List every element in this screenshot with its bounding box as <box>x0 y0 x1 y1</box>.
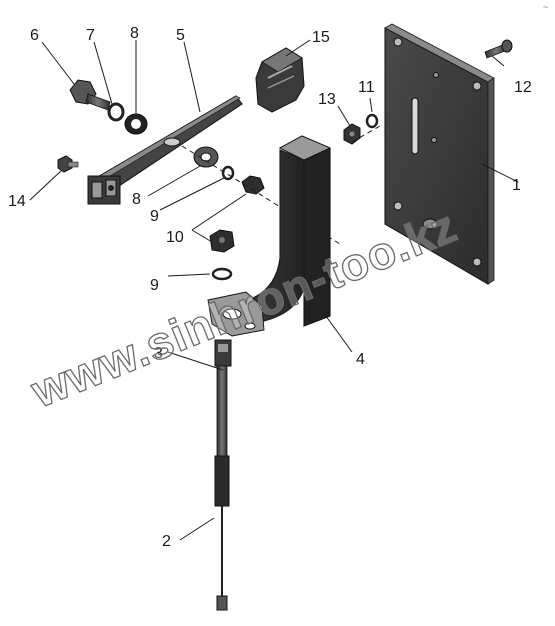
label-part-6: 6 <box>30 27 39 44</box>
part-8-flat-washer-lower <box>193 146 219 168</box>
label-part-8-upper: 8 <box>130 25 139 42</box>
label-part-5: 5 <box>176 27 185 44</box>
label-part-4: 4 <box>356 351 365 368</box>
part-6-bolt <box>69 79 111 111</box>
part-10-nut-upper <box>241 175 265 195</box>
label-part-12: 12 <box>514 79 532 96</box>
label-part-13: 13 <box>318 91 336 108</box>
corner-mark: ~ <box>543 2 548 12</box>
part-2-actuator-rod <box>214 365 230 611</box>
part-9-spring-washer-upper <box>221 165 235 181</box>
part-9-spring-washer-lower <box>211 267 233 281</box>
part-3-rod-head <box>214 339 232 367</box>
label-part-1: 1 <box>512 177 521 194</box>
part-11-spring-washer <box>365 113 379 129</box>
part-number-labels: 1 2 3 4 5 6 7 8 8 9 9 10 11 12 13 14 15 <box>8 25 532 550</box>
part-7-spring-washer <box>107 102 125 122</box>
label-part-2: 2 <box>162 533 171 550</box>
part-12-bolt <box>484 39 513 59</box>
label-part-11: 11 <box>358 79 375 96</box>
part-13-nut <box>343 123 361 145</box>
leader-lines <box>29 39 519 541</box>
label-part-10: 10 <box>166 229 184 246</box>
label-part-9-lower: 9 <box>150 277 159 294</box>
part-5-lever-arm <box>87 95 243 205</box>
label-part-8-lower: 8 <box>132 191 141 208</box>
watermark-text: www.sinhron-too.kz <box>23 199 464 417</box>
part-14-bolt <box>57 155 79 173</box>
part-15-knob <box>255 47 305 113</box>
part-10-nut-lower <box>209 229 235 253</box>
label-part-7: 7 <box>86 27 95 44</box>
label-part-9-upper: 9 <box>150 208 159 225</box>
label-part-14: 14 <box>8 193 26 210</box>
label-part-3: 3 <box>154 345 163 362</box>
part-4-bracket <box>207 135 331 337</box>
part-1-mounting-plate <box>384 23 495 285</box>
part-8-flat-washer-upper <box>124 113 148 135</box>
label-part-15: 15 <box>312 29 330 46</box>
